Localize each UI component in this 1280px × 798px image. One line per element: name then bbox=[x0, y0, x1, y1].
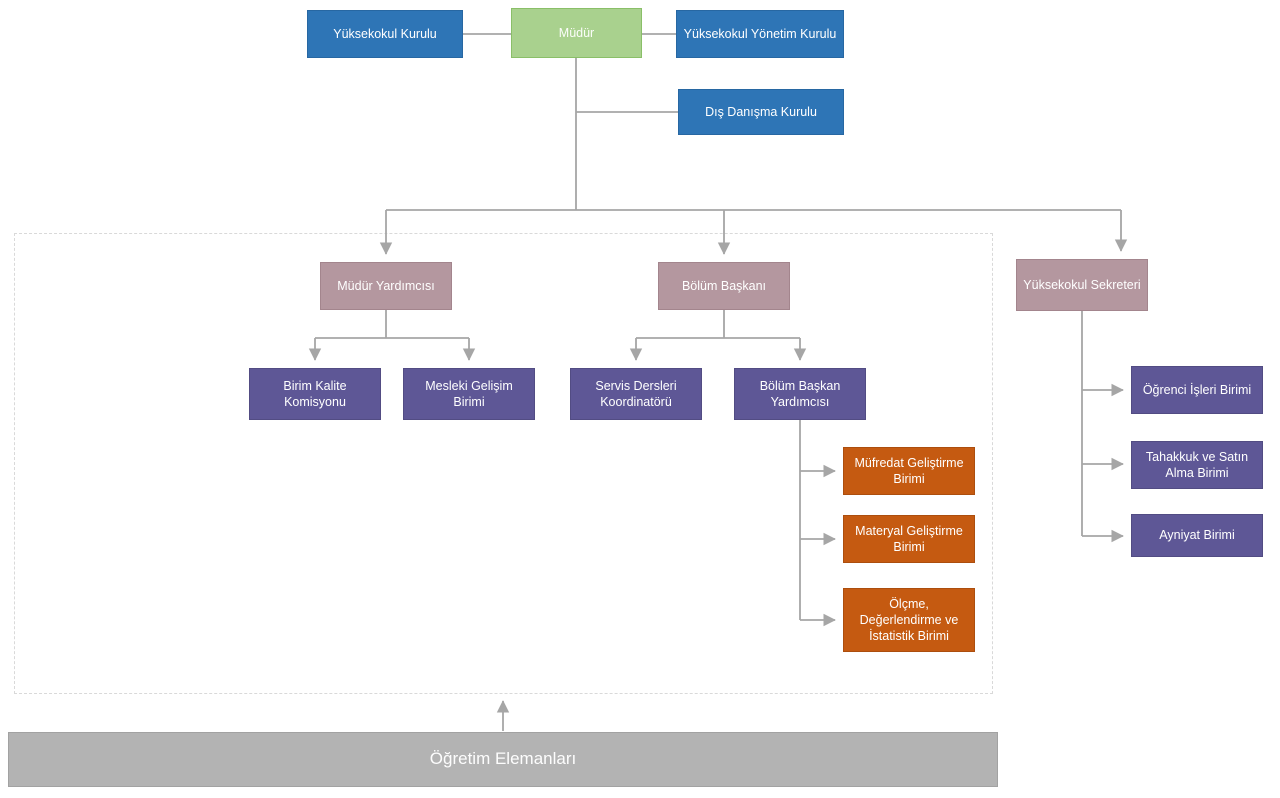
node-label: Müfredat Geliştirme Birimi bbox=[854, 455, 964, 486]
node-label: Servis Dersleri Koordinatörü bbox=[595, 378, 677, 409]
node-label: Ölçme, Değerlendirme ve İstatistik Birim… bbox=[859, 596, 959, 644]
node-label: Bölüm Başkanı bbox=[681, 278, 767, 293]
node-label: Dış Danışma Kurulu bbox=[705, 104, 817, 119]
node-yuksekokul-yonetim-kurulu: Yüksekokul Yönetim Kurulu bbox=[676, 10, 844, 58]
node-tahakkuk-satin-alma-birimi: Tahakkuk ve Satın Alma Birimi bbox=[1131, 441, 1263, 489]
node-bolum-baskani: Bölüm Başkanı bbox=[658, 262, 790, 310]
node-ogretim-elemanlari-bar: Öğretim Elemanları bbox=[8, 732, 998, 787]
node-label: Yüksekokul Yönetim Kurulu bbox=[683, 26, 837, 41]
node-label: Ayniyat Birimi bbox=[1159, 528, 1235, 543]
node-label: Materyal Geliştirme Birimi bbox=[855, 523, 963, 554]
node-mesleki-gelisim-birimi: Mesleki Gelişim Birimi bbox=[403, 368, 535, 420]
node-olcme-degerlendirme-istatistik-birimi: Ölçme, Değerlendirme ve İstatistik Birim… bbox=[843, 588, 975, 652]
node-label: Müdür bbox=[558, 25, 595, 40]
node-servis-dersleri-koordinatoru: Servis Dersleri Koordinatörü bbox=[570, 368, 702, 420]
node-label: Yüksekokul Sekreteri bbox=[1023, 277, 1141, 292]
node-mudur-yardimcisi: Müdür Yardımcısı bbox=[320, 262, 452, 310]
node-label: Öğrenci İşleri Birimi bbox=[1142, 382, 1252, 397]
node-birim-kalite-komisyonu: Birim Kalite Komisyonu bbox=[249, 368, 381, 420]
node-label: Öğretim Elemanları bbox=[429, 749, 577, 769]
node-label: Tahakkuk ve Satın Alma Birimi bbox=[1145, 449, 1249, 480]
node-bolum-baskan-yardimcisi: Bölüm Başkan Yardımcısı bbox=[734, 368, 866, 420]
node-ogrenci-isleri-birimi: Öğrenci İşleri Birimi bbox=[1131, 366, 1263, 414]
node-label: Yüksekokul Kurulu bbox=[333, 26, 437, 41]
node-ayniyat-birimi: Ayniyat Birimi bbox=[1131, 514, 1263, 557]
node-label: Müdür Yardımcısı bbox=[337, 278, 435, 293]
node-label: Birim Kalite Komisyonu bbox=[283, 378, 347, 409]
node-dis-danisma-kurulu: Dış Danışma Kurulu bbox=[678, 89, 844, 135]
node-label: Bölüm Başkan Yardımcısı bbox=[759, 378, 841, 409]
node-yuksekokul-kurulu: Yüksekokul Kurulu bbox=[307, 10, 463, 58]
node-label: Mesleki Gelişim Birimi bbox=[425, 378, 513, 409]
node-mudur: Müdür bbox=[511, 8, 642, 58]
node-yuksekokul-sekreteri: Yüksekokul Sekreteri bbox=[1016, 259, 1148, 311]
node-materyal-gelistirme-birimi: Materyal Geliştirme Birimi bbox=[843, 515, 975, 563]
node-mufredat-gelistirme-birimi: Müfredat Geliştirme Birimi bbox=[843, 447, 975, 495]
academic-units-region bbox=[14, 233, 993, 694]
